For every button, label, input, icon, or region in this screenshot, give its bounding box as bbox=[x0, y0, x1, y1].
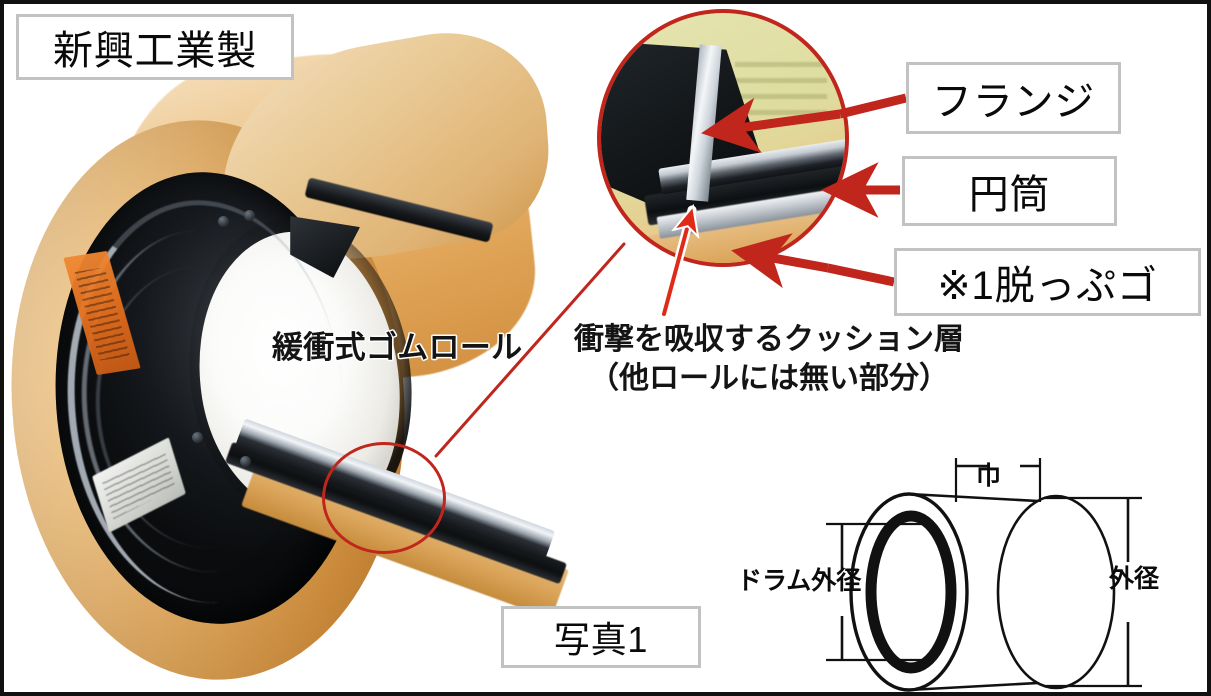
dim-roll-shape bbox=[849, 492, 1116, 692]
drum-rivet bbox=[240, 456, 251, 467]
dim-outer-diameter bbox=[1044, 496, 1142, 688]
callout-label-flange: フランジ bbox=[906, 62, 1121, 134]
inset-background-text bbox=[735, 53, 827, 115]
photo-caption-box: 写真1 bbox=[501, 606, 701, 668]
manufacturer-title-box: 新興工業製 bbox=[16, 14, 294, 80]
drum-rivet bbox=[192, 432, 203, 443]
drum-rivet bbox=[218, 216, 229, 227]
dimension-diagram bbox=[704, 436, 1207, 692]
annotation-cushion-note: 衝撃を吸収するクッション層 （他ロールには無い部分） bbox=[569, 320, 969, 398]
detail-circle-on-photo bbox=[322, 442, 446, 554]
annotation-cushion-line2: （他ロールには無い部分） bbox=[589, 362, 949, 395]
dim-width bbox=[954, 458, 1042, 502]
callout-label-grommet: ※1脱っぷゴ bbox=[894, 248, 1201, 316]
callout-label-cylinder: 円筒 bbox=[902, 156, 1117, 226]
dim-drum-outer-diameter bbox=[826, 522, 922, 662]
dimension-label-drum-outer-diameter: ドラム外径 bbox=[737, 567, 862, 595]
dimension-label-outer-diameter: 外径 bbox=[1109, 565, 1160, 593]
dimension-label-width: 巾 bbox=[976, 462, 1002, 490]
product-photograph bbox=[4, 4, 584, 692]
drum-rivet bbox=[244, 210, 255, 221]
annotation-cushion-line1: 衝撃を吸収するクッション層 bbox=[574, 323, 964, 356]
magnified-detail-inset bbox=[597, 9, 849, 267]
annotation-product-name: 緩衝式ゴムロール bbox=[272, 330, 523, 365]
